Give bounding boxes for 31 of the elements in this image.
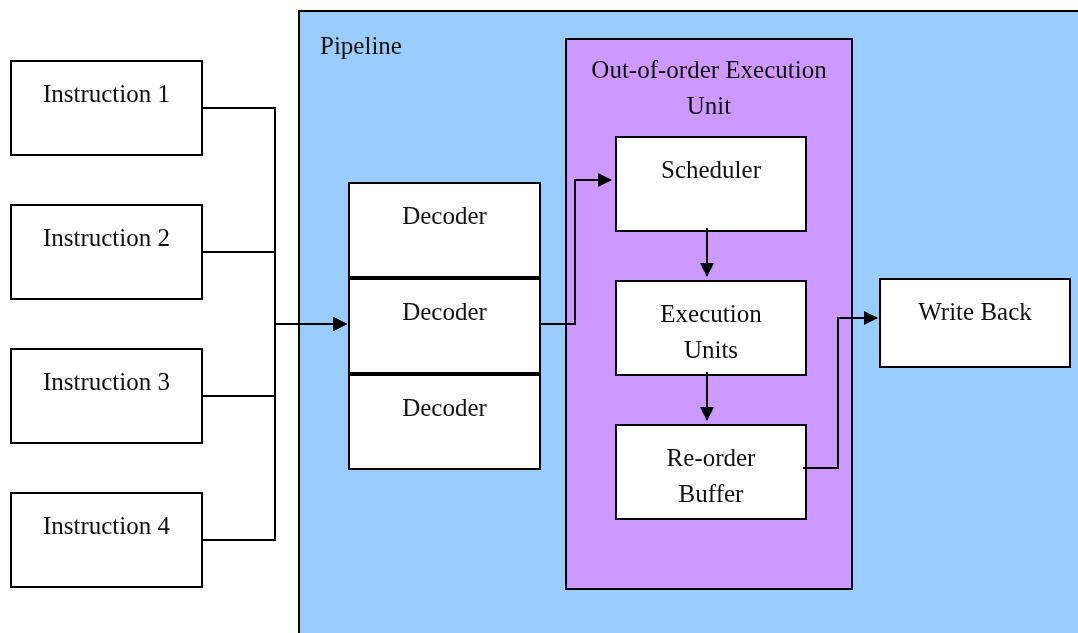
arrow [700, 227, 714, 277]
process-box [348, 374, 541, 470]
execution-unit-panel [565, 38, 853, 590]
arrow [202, 317, 347, 541]
arrow [802, 311, 878, 469]
process-box [10, 204, 203, 300]
arrow [700, 371, 714, 421]
pipeline-panel [298, 10, 1078, 633]
process-box [348, 278, 541, 374]
process-box [10, 348, 203, 444]
panel-title: Out-of-order Execution Unit [590, 55, 828, 121]
process-box [615, 424, 807, 520]
process-box [10, 60, 203, 156]
panel-title: Pipeline [320, 31, 402, 61]
box-label: Instruction 2 [42, 223, 171, 253]
process-box [879, 278, 1071, 368]
box-label: Instruction 3 [42, 367, 171, 397]
box-label: Decoder [402, 201, 487, 231]
box-label: Scheduler [661, 155, 761, 185]
box-label: Instruction 4 [42, 511, 171, 541]
box-label: Decoder [402, 393, 487, 423]
arrow [538, 173, 612, 325]
process-box [10, 492, 203, 588]
box-label: Re-order Buffer [665, 443, 757, 509]
box-label: Execution Units [659, 299, 763, 365]
box-label: Decoder [402, 297, 487, 327]
box-label: Write Back [918, 297, 1032, 327]
box-label: Instruction 1 [42, 79, 171, 109]
process-box [615, 280, 807, 376]
process-box [348, 182, 541, 278]
process-box [615, 136, 807, 232]
